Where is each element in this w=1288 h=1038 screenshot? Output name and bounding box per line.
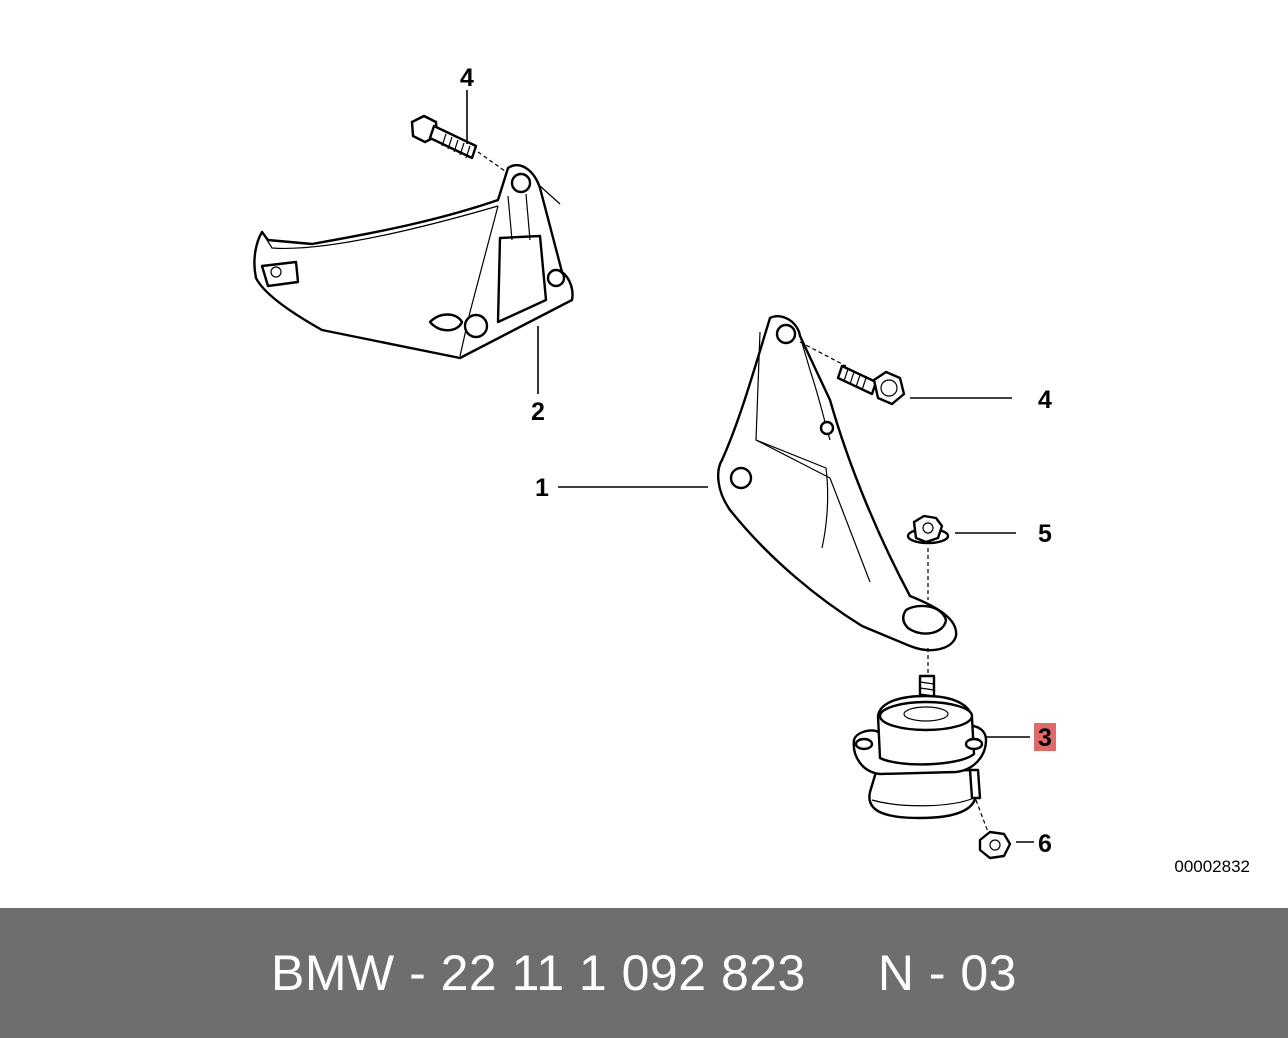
bolt-right	[799, 341, 906, 406]
nut-6	[978, 830, 1012, 860]
bracket-1	[717, 315, 958, 652]
engine-mount-3	[852, 648, 989, 833]
callout-5: 5	[1038, 520, 1052, 548]
bracket-2	[253, 164, 574, 360]
nut-5	[906, 514, 950, 600]
callout-1: 1	[535, 474, 549, 502]
parts-diagram: 4 2 1 4 5 3 6 00002832	[253, 64, 1250, 876]
part-number-label: BMW - 22 11 1 092 823 N - 03	[271, 945, 1017, 1001]
callout-4-right: 4	[1038, 386, 1052, 414]
callout-4-top: 4	[460, 64, 474, 92]
callout-3-highlight	[1034, 723, 1056, 751]
part-number-footer: BMW - 22 11 1 092 823 N - 03	[0, 908, 1288, 1038]
bolt-top	[410, 114, 513, 177]
callout-3: 3	[1038, 724, 1052, 752]
diagram-reference-number: 00002832	[1174, 857, 1250, 876]
callout-2: 2	[531, 398, 545, 426]
callout-6: 6	[1038, 830, 1052, 858]
